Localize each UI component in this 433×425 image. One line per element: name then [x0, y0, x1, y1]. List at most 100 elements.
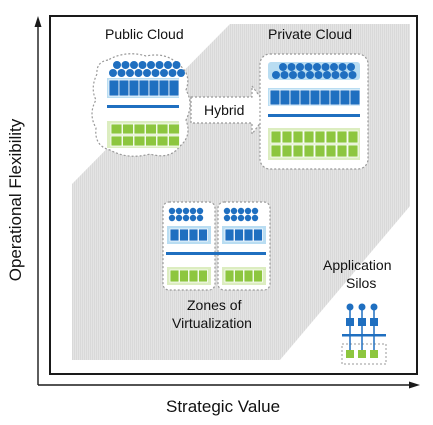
storage-unit-icon	[281, 144, 293, 158]
compute-node-icon	[251, 214, 259, 222]
compute-node-icon	[147, 61, 155, 69]
storage-unit-icon	[336, 144, 348, 158]
compute-node-icon	[196, 207, 204, 215]
compute-node-icon	[348, 71, 357, 79]
compute-node-icon	[289, 71, 297, 79]
compute-node-icon	[155, 61, 164, 69]
compute-node-icon	[126, 69, 134, 77]
x-axis	[38, 381, 420, 389]
compute-node-icon	[279, 63, 287, 71]
compute-node-icon	[175, 207, 183, 215]
storage-unit-icon	[270, 144, 282, 158]
server-icon	[158, 79, 170, 97]
server-icon	[118, 79, 130, 97]
compute-node-icon	[109, 69, 117, 77]
compute-node-icon	[330, 63, 338, 71]
compute-node-icon	[172, 61, 181, 69]
storage-unit-icon	[270, 130, 282, 144]
server-icon	[346, 318, 354, 326]
zones-title-line2: Virtualization	[172, 315, 252, 331]
network-bar-icon	[268, 114, 360, 117]
storage-unit-icon	[281, 130, 293, 144]
storage-unit-icon	[292, 130, 304, 144]
server-icon	[179, 228, 189, 242]
storage-unit-icon	[188, 269, 199, 283]
compute-node-icon	[306, 71, 314, 79]
public-cloud-title: Public Cloud	[105, 26, 184, 42]
public-cloud-cluster	[91, 53, 191, 157]
compute-node-icon	[296, 63, 304, 71]
compute-node-icon	[196, 214, 204, 222]
y-axis-label: Operational Flexibility	[6, 118, 25, 282]
storage-unit-icon	[347, 130, 359, 144]
compute-node-icon	[347, 63, 355, 71]
storage-unit-icon	[224, 269, 235, 283]
network-bar-icon	[166, 252, 266, 255]
compute-node-icon	[130, 61, 138, 69]
compute-node-icon	[237, 214, 245, 222]
server-icon	[358, 318, 366, 326]
compute-node-icon	[297, 71, 306, 79]
storage-unit-icon	[314, 144, 326, 158]
zones-of-virtualization-cluster	[162, 201, 271, 291]
storage-unit-icon	[336, 130, 348, 144]
storage-unit-icon	[122, 123, 134, 135]
y-axis	[34, 16, 42, 385]
compute-node-icon	[340, 71, 348, 79]
storage-unit-icon	[253, 269, 263, 283]
compute-node-icon	[280, 71, 289, 79]
server-icon	[289, 89, 301, 106]
hybrid-label: Hybrid	[204, 102, 245, 118]
storage-unit-icon	[133, 123, 146, 135]
compute-node-icon	[151, 69, 160, 77]
storage-unit-icon	[168, 135, 180, 147]
storage-unit-icon	[156, 123, 169, 135]
server-icon	[309, 89, 321, 106]
server-icon	[138, 79, 150, 97]
compute-node-icon	[189, 207, 197, 215]
storage-unit-icon	[156, 135, 169, 147]
compute-node-icon	[164, 61, 172, 69]
compute-node-icon	[370, 303, 378, 311]
compute-node-icon	[134, 69, 143, 77]
compute-node-icon	[182, 207, 190, 215]
network-bar-icon	[342, 334, 386, 337]
server-icon	[108, 79, 120, 97]
server-icon	[339, 89, 351, 106]
silos-title-line1: Application	[323, 257, 392, 273]
compute-node-icon	[313, 63, 321, 71]
private-cloud-title: Private Cloud	[268, 26, 353, 42]
server-icon	[319, 89, 331, 106]
server-icon	[188, 228, 199, 242]
storage-unit-icon	[133, 135, 146, 147]
storage-unit-icon	[325, 144, 337, 158]
network-bar-icon	[107, 105, 179, 108]
compute-node-icon	[244, 214, 252, 222]
compute-node-icon	[168, 207, 176, 215]
compute-node-icon	[168, 214, 176, 222]
server-icon	[169, 228, 180, 242]
compute-node-icon	[189, 214, 197, 222]
server-icon	[329, 89, 341, 106]
compute-node-icon	[230, 214, 238, 222]
compute-node-icon	[321, 63, 330, 71]
compute-node-icon	[223, 207, 231, 215]
server-icon	[370, 318, 378, 326]
compute-node-icon	[223, 214, 231, 222]
server-icon	[198, 228, 208, 242]
server-icon	[234, 228, 244, 242]
compute-node-icon	[121, 61, 130, 69]
compute-node-icon	[138, 61, 147, 69]
storage-unit-icon	[110, 123, 123, 135]
compute-node-icon	[143, 69, 151, 77]
storage-unit-icon	[122, 135, 134, 147]
compute-node-icon	[251, 207, 259, 215]
compute-node-icon	[160, 69, 168, 77]
storage-unit-icon	[179, 269, 189, 283]
compute-node-icon	[314, 71, 323, 79]
compute-node-icon	[358, 303, 366, 311]
storage-unit-icon	[169, 269, 180, 283]
compute-node-icon	[287, 63, 296, 71]
server-icon	[128, 79, 140, 97]
compute-node-icon	[113, 61, 121, 69]
